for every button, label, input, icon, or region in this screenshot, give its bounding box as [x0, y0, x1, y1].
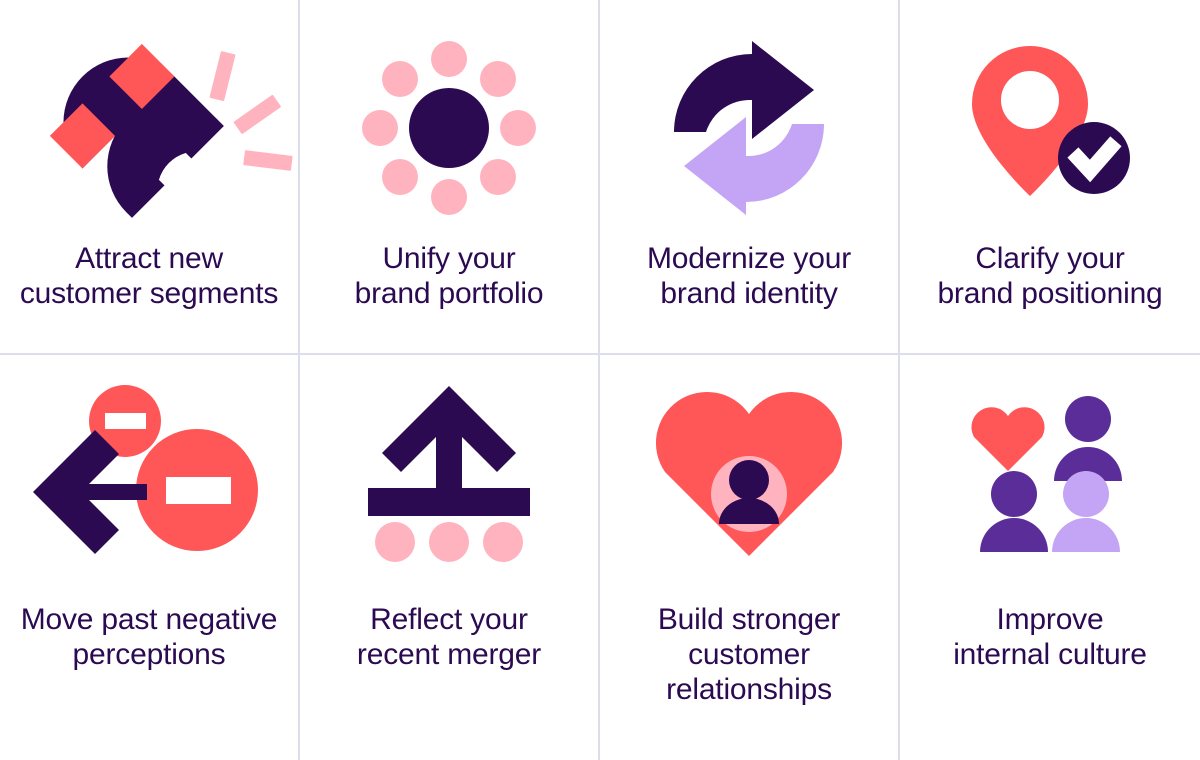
cell-label: Improve internal culture: [953, 603, 1147, 671]
arrow-left-minus-icon: [0, 373, 298, 569]
cell-label: Modernize your brand identity: [647, 242, 851, 310]
cell-label: Unify your brand portfolio: [354, 242, 544, 310]
grid-cell-move-past-negative-perceptions[interactable]: Move past negative perceptions: [0, 355, 300, 760]
cell-label: Attract new customer segments: [19, 242, 279, 310]
magnet-icon: [0, 14, 298, 242]
people-heart-icon: [900, 373, 1200, 569]
grid-cell-modernize-brand-identity[interactable]: Modernize your brand identity: [600, 0, 900, 355]
grid-cell-attract-new-customer-segments[interactable]: Attract new customer segments: [0, 0, 300, 355]
merge-arrow-up-icon: [300, 373, 598, 569]
grid-cell-clarify-brand-positioning[interactable]: Clarify your brand positioning: [900, 0, 1200, 355]
cell-label: Move past negative perceptions: [20, 603, 278, 671]
cell-label: Build stronger customer relationships: [657, 603, 841, 706]
grid-cell-unify-brand-portfolio[interactable]: Unify your brand portfolio: [300, 0, 600, 355]
grid-cell-reflect-recent-merger[interactable]: Reflect your recent merger: [300, 355, 600, 760]
cell-label: Reflect your recent merger: [356, 603, 542, 671]
grid-cell-build-stronger-customer-relationships[interactable]: Build stronger customer relationships: [600, 355, 900, 760]
location-pin-check-icon: [900, 14, 1200, 242]
hub-dots-icon: [300, 14, 598, 242]
grid-cell-improve-internal-culture[interactable]: Improve internal culture: [900, 355, 1200, 760]
refresh-arrows-icon: [600, 14, 898, 242]
cell-label: Clarify your brand positioning: [937, 242, 1163, 310]
heart-person-icon: [600, 373, 898, 569]
